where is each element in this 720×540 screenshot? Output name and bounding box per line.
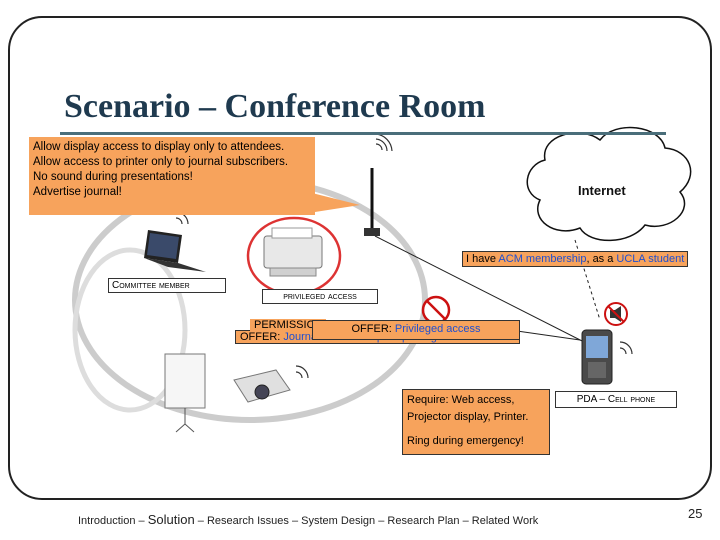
device-label: PDA – Cell phone (555, 391, 677, 408)
policy-callout: Allow display access to display only to … (29, 137, 315, 215)
footer-item-research-issues[interactable]: Research Issues (206, 515, 289, 527)
claim-text: , as a (586, 253, 617, 265)
footer-separator: – (378, 515, 385, 527)
no-sound-icon (604, 302, 628, 326)
background-ellipse (72, 247, 188, 413)
require-line: Ring during emergency! (407, 435, 524, 447)
slide-title: Scenario – Conference Room (64, 88, 486, 125)
requirements-box: Require: Web access, Projector display, … (402, 389, 550, 455)
offer-highlight: Privileged access (394, 323, 481, 335)
laptop-icon (144, 230, 206, 272)
claim-text: I have (466, 253, 499, 265)
footer-item-research-plan[interactable]: Research Plan (387, 515, 460, 527)
callout-pointer (300, 190, 360, 212)
callout-line: Allow access to printer only to journal … (33, 156, 289, 168)
offer-privileged-label: OFFER: Privileged access (312, 320, 520, 340)
title-divider (60, 132, 666, 135)
footer-item-system-design[interactable]: System Design (301, 515, 376, 527)
claim-highlight: ACM membership (498, 253, 587, 265)
footer-separator: – (291, 515, 299, 527)
user-claim-label: I have ACM membership, as a UCLA student (462, 251, 689, 267)
page-number: 25 (688, 506, 703, 521)
offer-prefix: OFFER: (351, 323, 395, 335)
wifi-signal-icon (375, 133, 393, 152)
require-prefix: Require: (407, 394, 452, 406)
callout-line: Advertise journal! (33, 186, 122, 198)
offer-prefix: OFFER: (240, 331, 284, 343)
pda-icon (581, 329, 613, 385)
permission-label: PERMISSIO (250, 319, 326, 331)
require-line: Projector display, Printer. (407, 411, 529, 423)
wifi-signal-icon (295, 365, 309, 379)
footer-item-introduction[interactable]: Introduction (78, 515, 136, 527)
printer-icon (246, 216, 342, 296)
callout-line: Allow display access to display only to … (33, 141, 285, 153)
claim-highlight: UCLA student (616, 253, 685, 265)
connection-line (374, 235, 591, 346)
internet-label: Internet (578, 183, 626, 198)
connection-line (509, 329, 581, 341)
footer-separator: – (197, 515, 204, 527)
wifi-signal-icon (619, 341, 633, 355)
wireless-router-icon (364, 168, 380, 236)
callout-line: No sound during presentations! (33, 171, 193, 183)
footer-nav: Introduction – Solution – Research Issue… (78, 512, 538, 527)
projector-screen-icon (164, 353, 206, 433)
require-line: Web access, (451, 394, 515, 406)
footer-separator: – (138, 515, 145, 527)
footer-item-solution[interactable]: Solution (147, 512, 195, 527)
committee-member-label: Committee member (108, 278, 226, 293)
privileged-access-label: privileged access (262, 289, 378, 304)
projector-icon (233, 369, 291, 403)
footer-item-related-work[interactable]: Related Work (471, 515, 539, 527)
cloud-icon (526, 126, 692, 242)
footer-separator: – (462, 515, 469, 527)
